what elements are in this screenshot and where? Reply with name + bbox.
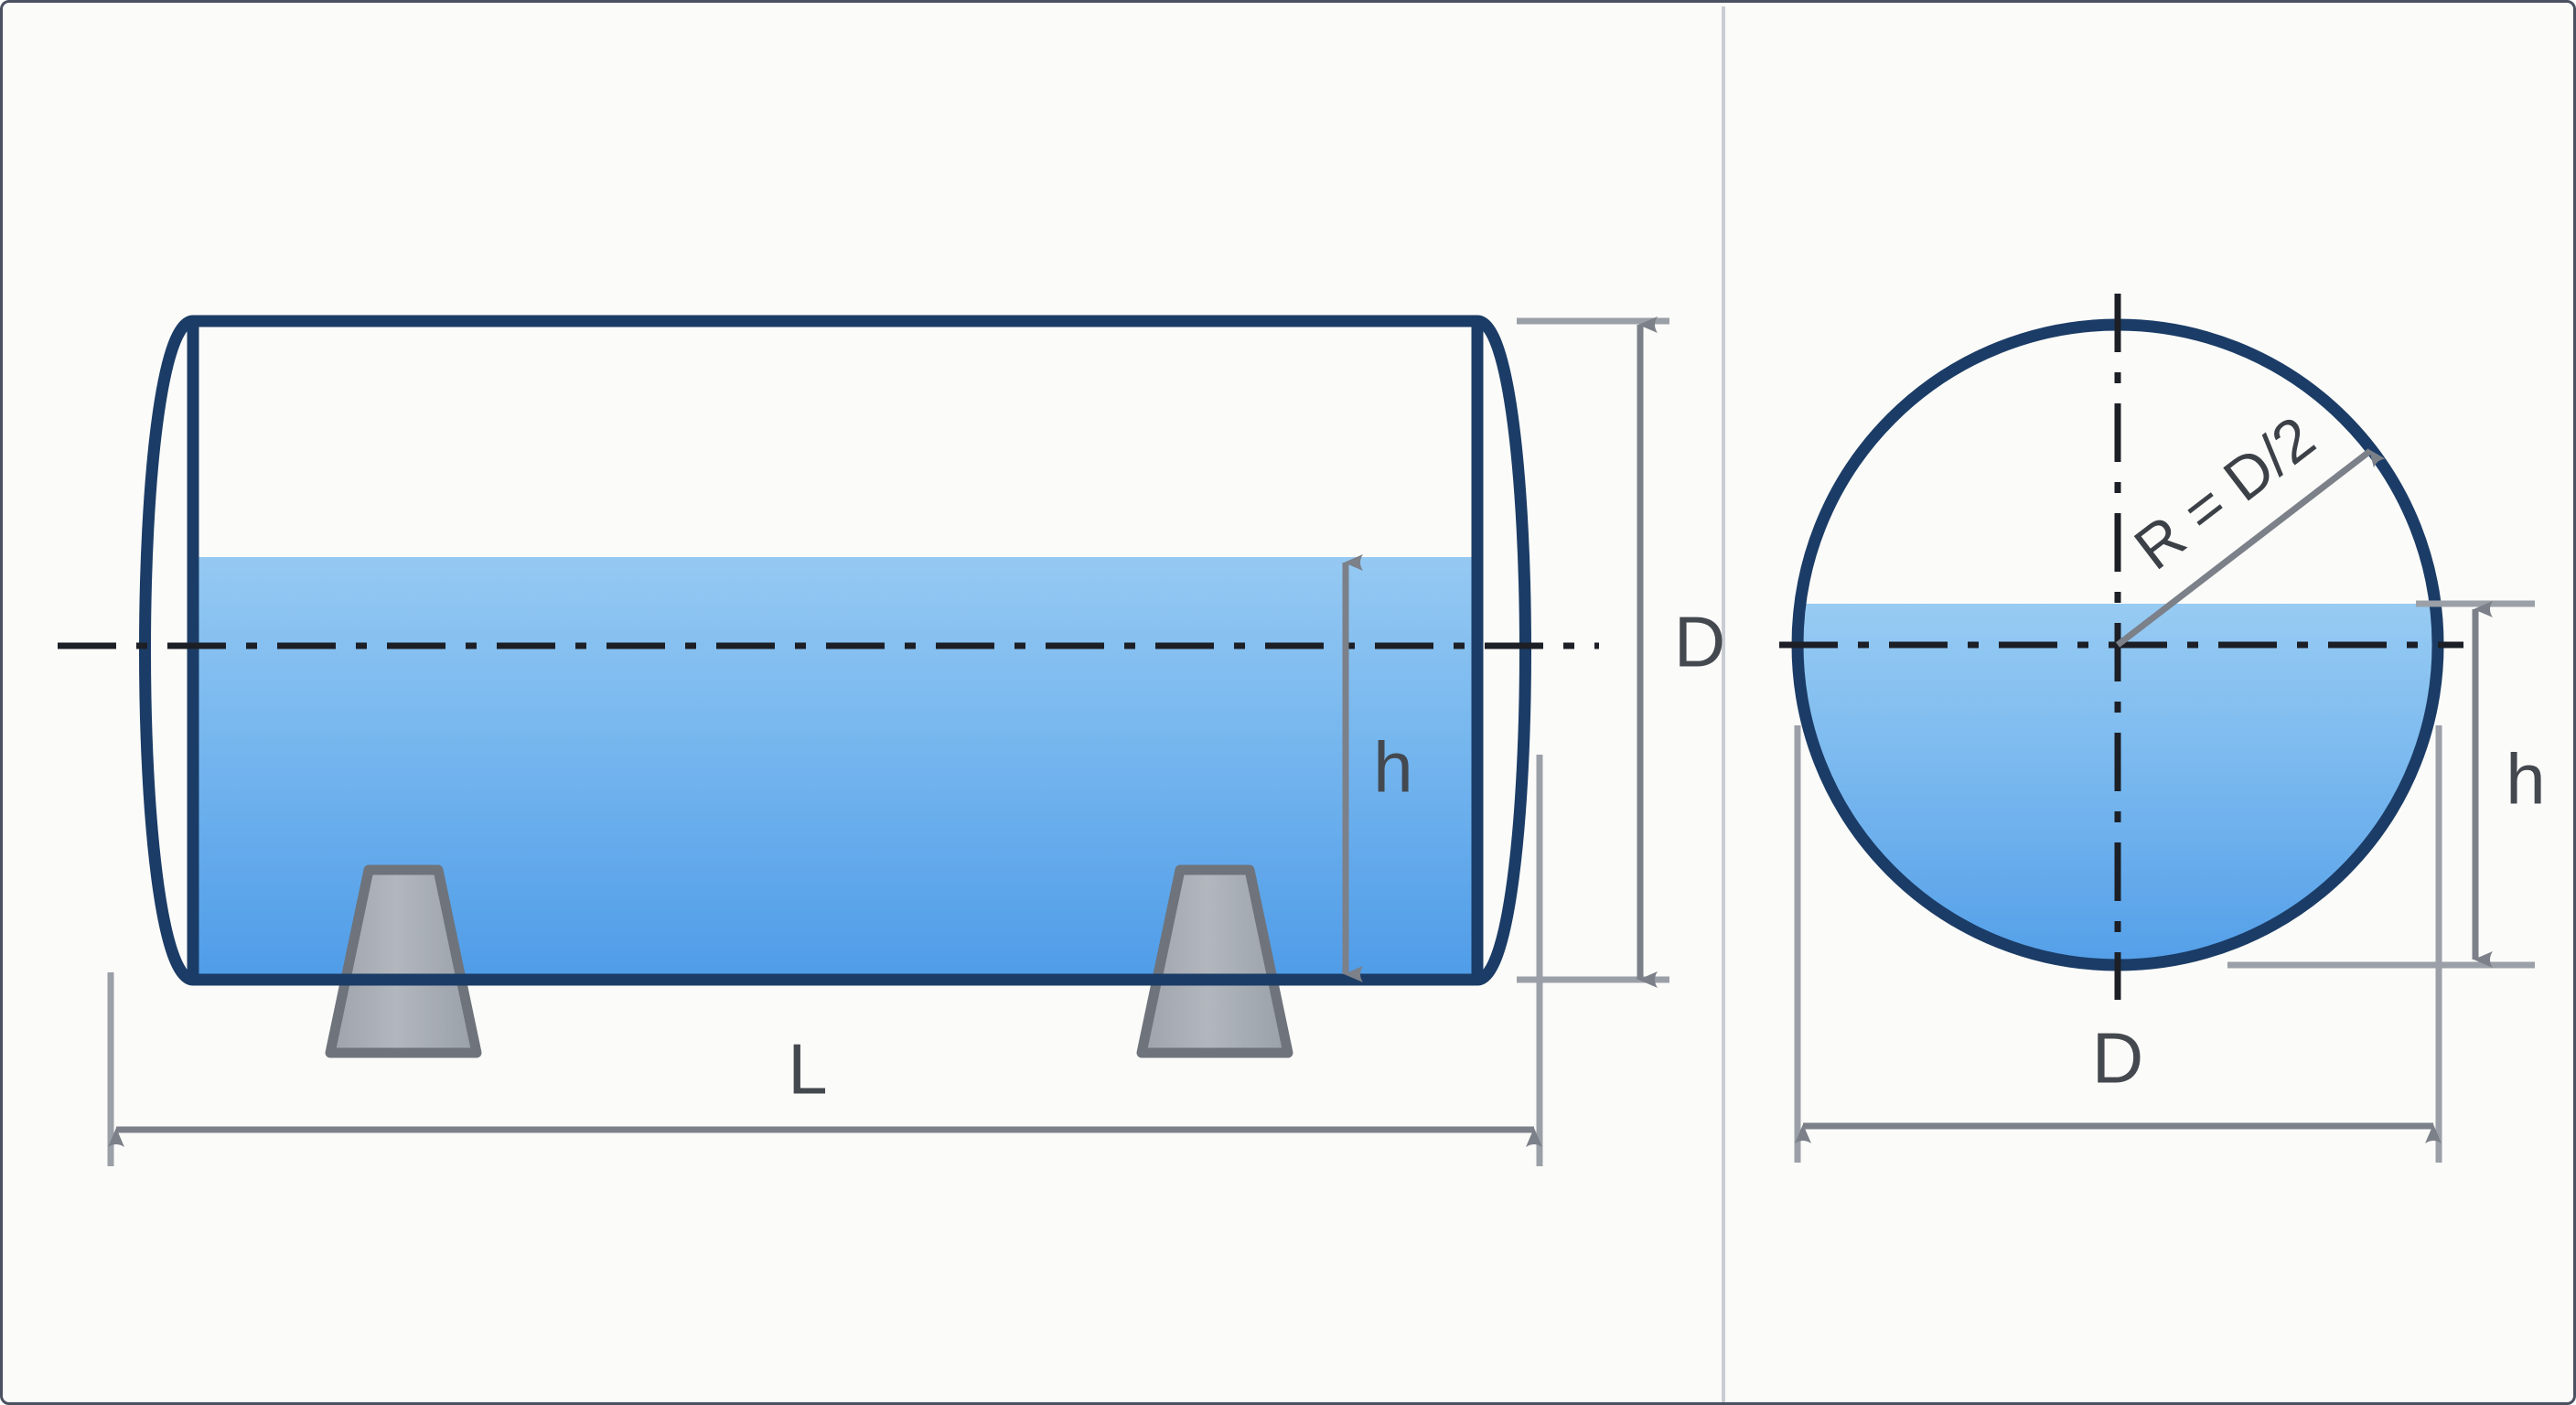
dimension-h-end: h <box>2227 600 2546 969</box>
h-side-label: h <box>1373 727 1412 808</box>
dimension-D-side: D <box>1517 316 1725 988</box>
saddle-supports <box>325 864 1293 1058</box>
dimension-D-end: D <box>1794 725 2442 1163</box>
radius-arrow-line <box>2115 448 2386 648</box>
dimension-L-side: L <box>107 755 1543 1166</box>
h-end-label: h <box>2506 739 2545 820</box>
side-view-tank-shell <box>139 315 1531 986</box>
D-side-label: D <box>1674 602 1725 682</box>
tank-diagram: D h L R = D/2 <box>58 6 2546 1402</box>
dimension-h-side: h <box>1342 554 1413 982</box>
saddle-support-right <box>1136 864 1293 1058</box>
saddle-support-left <box>325 864 482 1058</box>
D-end-label: D <box>2092 1018 2143 1099</box>
L-label: L <box>788 1029 827 1110</box>
radius-label: R = D/2 <box>2122 403 2327 583</box>
